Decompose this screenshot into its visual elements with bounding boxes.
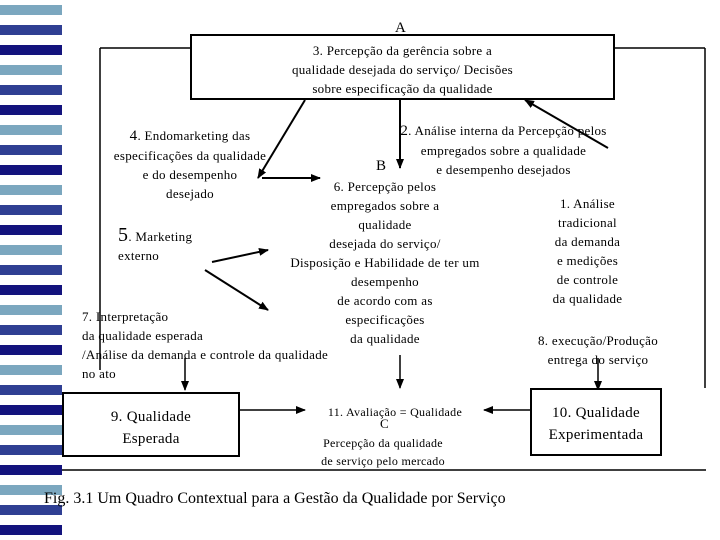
sidebar-square <box>0 465 62 475</box>
node-10-text: 10. Qualidade Experimentada <box>548 405 644 443</box>
node-5-text: 5. Marketing externo <box>118 224 228 265</box>
node-4-text: 4. Endomarketing das especificações da q… <box>80 126 300 203</box>
sidebar-square <box>0 25 62 35</box>
node-11-text: Percepção da qualidade de serviço pelo m… <box>321 436 445 468</box>
sidebar-square <box>0 45 62 55</box>
node-5-number: 5 <box>118 224 129 246</box>
node-4-number: 4 <box>129 128 138 144</box>
node-8-text: 8. execução/Produção entrega do serviço <box>537 333 659 367</box>
sidebar-square <box>0 85 62 95</box>
decorative-sidebar <box>0 0 62 540</box>
node-2-number: 2 <box>400 123 409 139</box>
figure-caption: Fig. 3.1 Um Quadro Contextual para a Ges… <box>44 490 506 507</box>
sidebar-square <box>0 345 62 355</box>
sidebar-square <box>0 365 62 375</box>
sidebar-square <box>0 305 62 315</box>
sidebar-square <box>0 245 62 255</box>
node-11-title: 11. Avaliação = Qualidade <box>327 405 463 419</box>
arrow-3-to-4 <box>257 99 306 179</box>
label-c: C <box>380 416 389 431</box>
sidebar-square <box>0 165 62 175</box>
node-9-text: 9. Qualidade Esperada <box>110 409 192 447</box>
sidebar-square <box>0 445 62 455</box>
sidebar-square <box>0 425 62 435</box>
node-6-text: 6. Percepção pelos empregados sobre a qu… <box>290 179 480 346</box>
node-1-text: 1. Análise tradicional da demanda e medi… <box>552 196 623 306</box>
label-a: A <box>395 20 406 36</box>
box-9-expected-quality <box>62 392 240 457</box>
node-2-text: 2. Análise interna da Percepção pelos em… <box>376 121 631 179</box>
node-7-text: 7. Interpretação da qualidade esperada /… <box>82 309 329 381</box>
sidebar-square <box>0 325 62 335</box>
sidebar-square <box>0 65 62 75</box>
arrow-5-to-7 <box>204 269 269 311</box>
arrow-5-to-6 <box>211 247 269 263</box>
sidebar-square <box>0 205 62 215</box>
sidebar-square <box>0 265 62 275</box>
label-b: B <box>376 158 387 174</box>
sidebar-square <box>0 385 62 395</box>
sidebar-square <box>0 145 62 155</box>
node-3-text: 3. Percepção da gerência sobre a qualida… <box>291 43 514 96</box>
sidebar-square <box>0 285 62 295</box>
arrow-2-to-3 <box>524 99 609 149</box>
sidebar-square <box>0 525 62 535</box>
node-2-body: . Análise interna da Percepção pelos emp… <box>408 123 607 177</box>
sidebar-square <box>0 5 62 15</box>
box-3-management-perception <box>190 34 615 100</box>
node-4-body: . Endomarketing das especificações da qu… <box>113 128 267 201</box>
sidebar-square <box>0 405 62 415</box>
node-5-body: . Marketing externo <box>118 229 193 263</box>
sidebar-square <box>0 485 62 495</box>
sidebar-square <box>0 185 62 195</box>
sidebar-square <box>0 505 62 515</box>
box-10-experienced-quality <box>530 388 662 456</box>
sidebar-square <box>0 105 62 115</box>
sidebar-square <box>0 225 62 235</box>
sidebar-square <box>0 125 62 135</box>
